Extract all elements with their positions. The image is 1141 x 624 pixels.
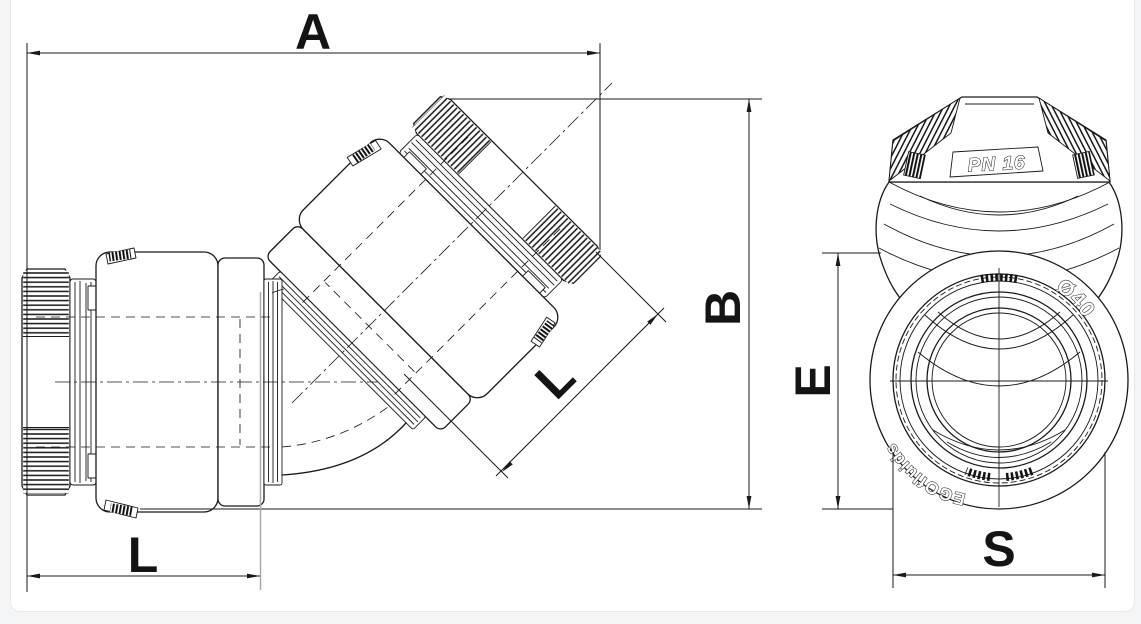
dim-label-A: A (295, 4, 331, 60)
elbow-hidden-bore (281, 403, 393, 448)
elbow-body (272, 289, 406, 475)
elbow-inner-fillet (271, 288, 285, 294)
dim-label-E: E (785, 364, 841, 397)
dim-E: E (785, 252, 893, 510)
dim-A: A (26, 4, 601, 592)
dim-label-B: B (695, 290, 751, 326)
centerline-angled (291, 82, 613, 404)
upper-branch-nut: PN 16 (888, 96, 1111, 216)
dim-S: S (892, 452, 1106, 588)
side-view (21, 76, 762, 519)
pn16-plate (949, 146, 1044, 178)
horizontal-branch-end (21, 247, 283, 519)
elbow-outer-curve (281, 422, 407, 476)
end-view: PN 16 EGOflui (869, 96, 1129, 510)
dim-label-S: S (982, 521, 1015, 577)
dim-label-L-branch: L (524, 348, 585, 409)
pressure-rating-marking: PN 16 (967, 153, 1026, 177)
dim-L-bottom: L (27, 292, 262, 590)
dim-B: B (448, 98, 762, 509)
dim-label-L-socket: L (128, 527, 159, 583)
